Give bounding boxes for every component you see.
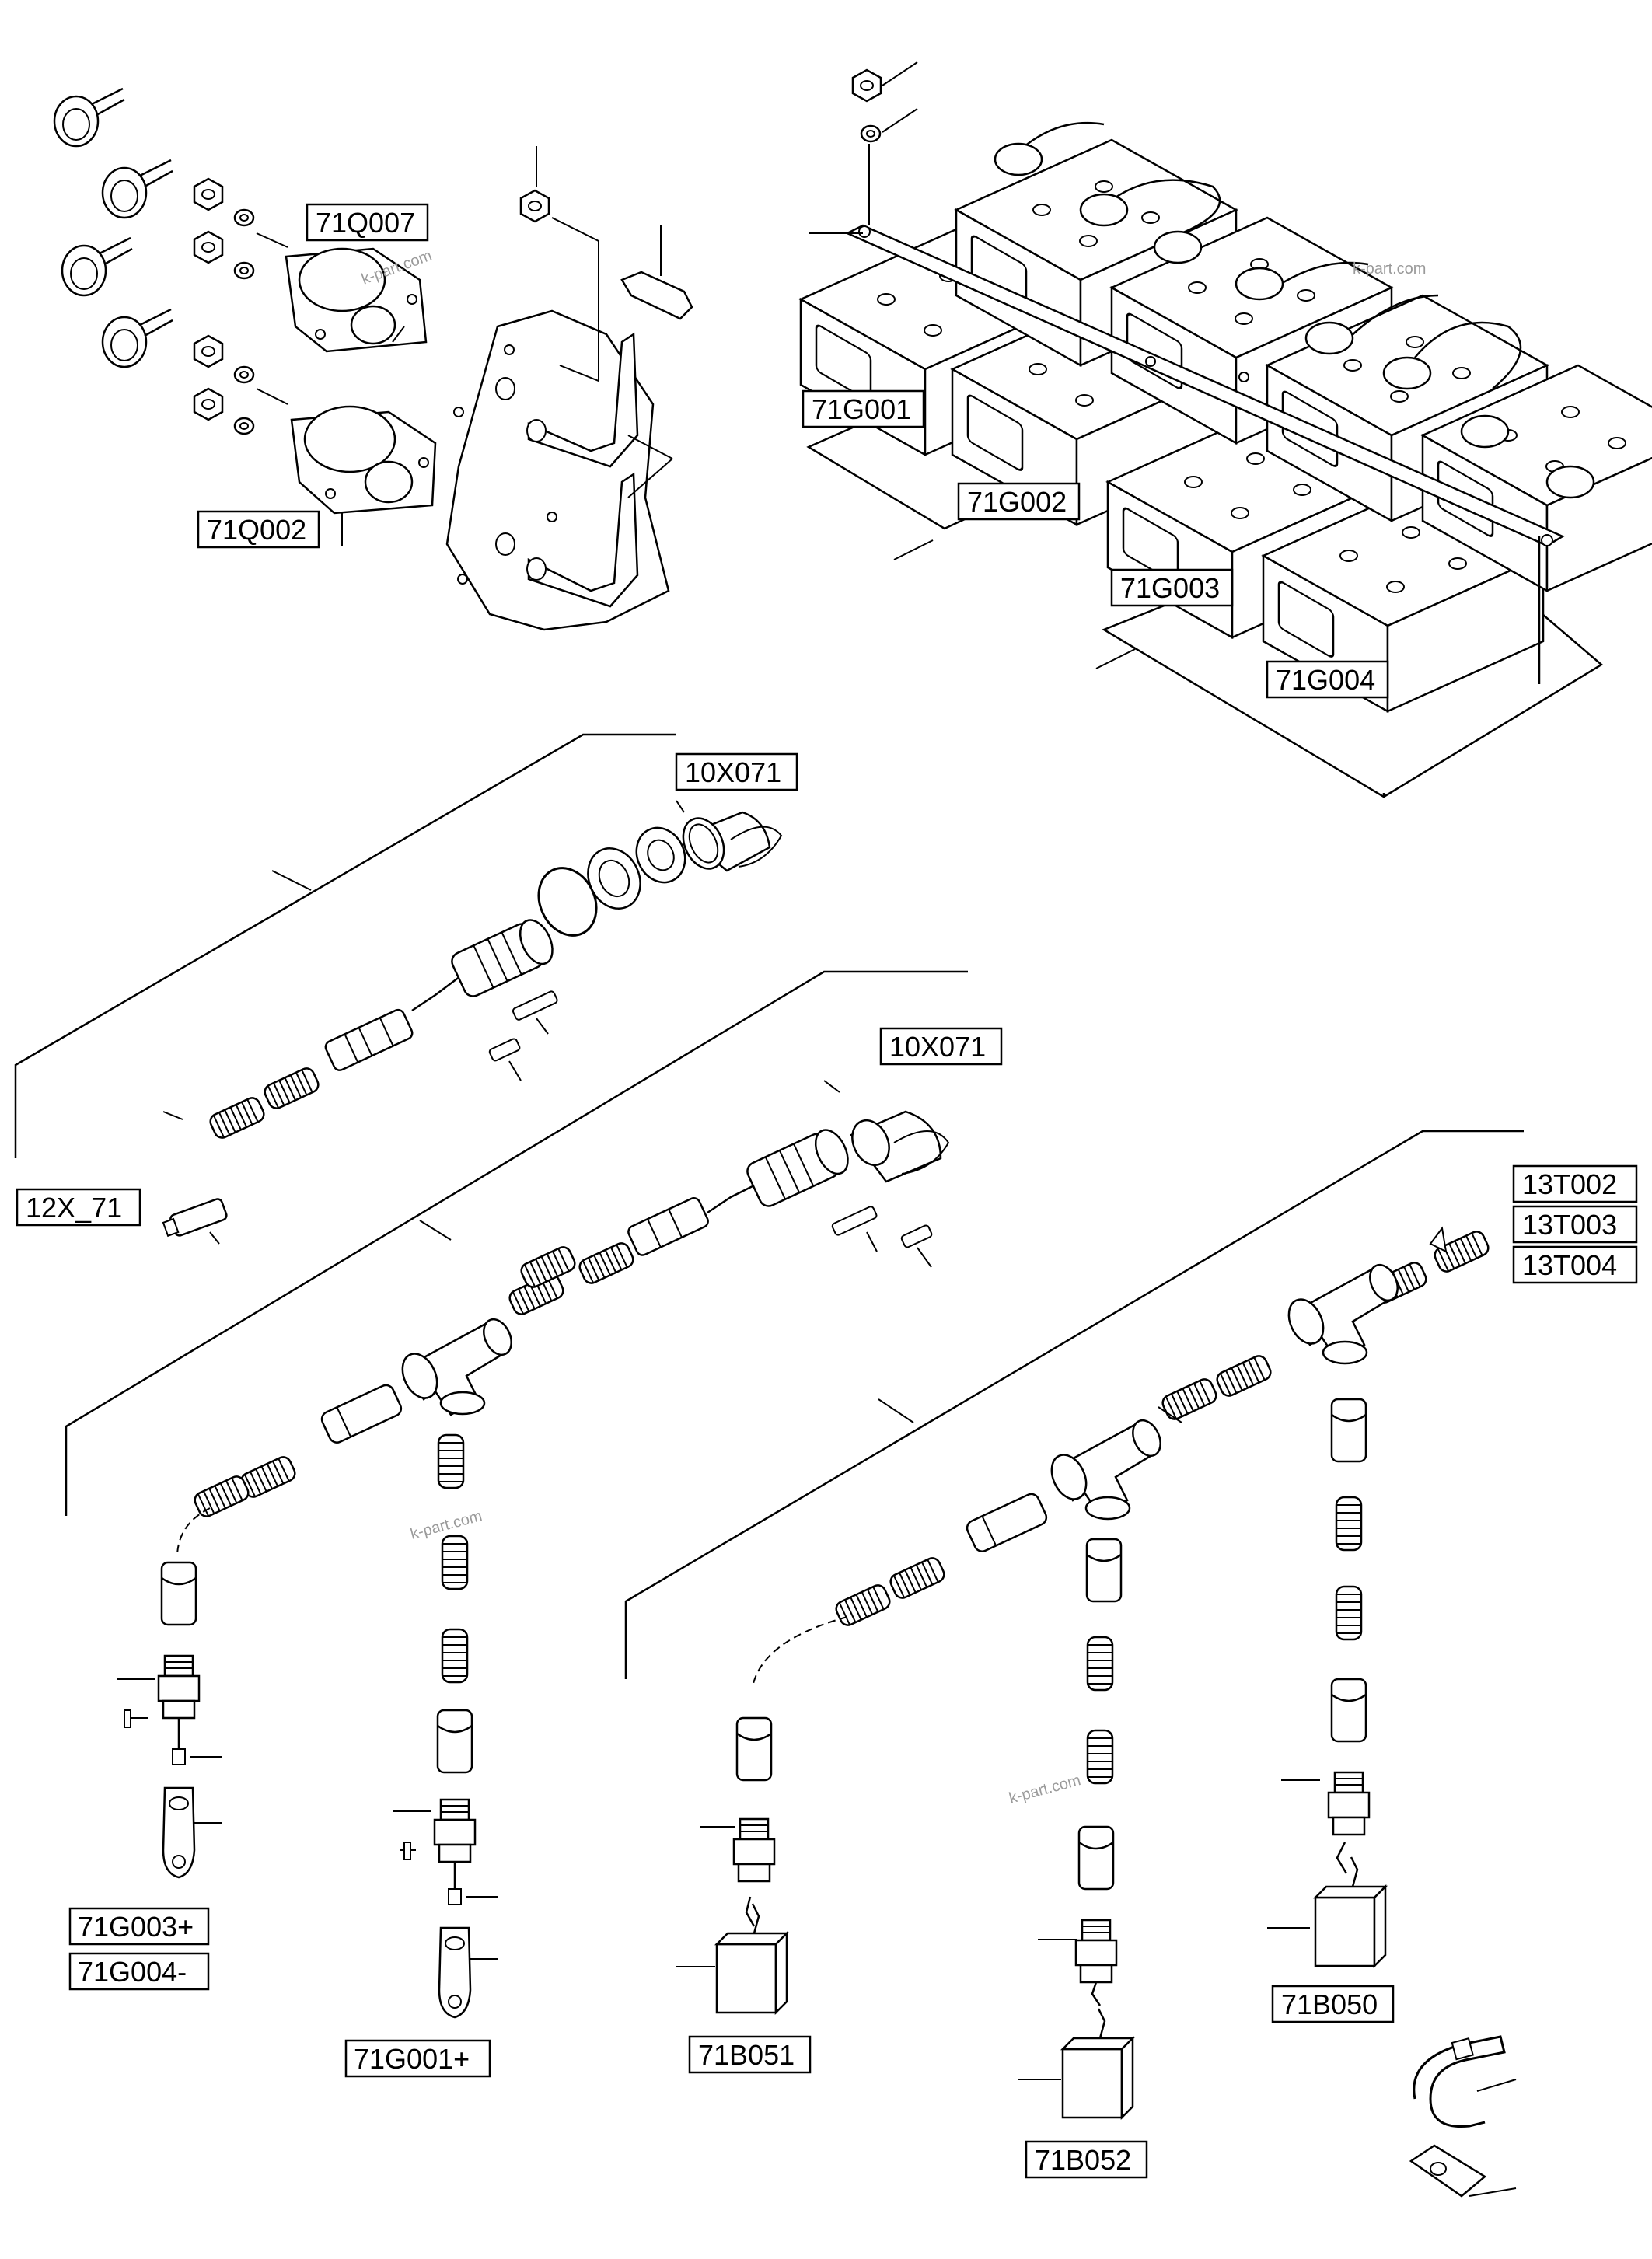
label-10X071-top: 10X071	[675, 752, 798, 791]
label-71Q002: 71Q002	[197, 510, 320, 549]
label-71G002: 71G002	[957, 482, 1081, 521]
harness-assembly-right	[624, 1130, 1524, 2119]
svg-text:71G003: 71G003	[1120, 572, 1220, 604]
label-71G003plus: 71G003+	[68, 1907, 210, 1946]
solenoid-71Q002	[290, 405, 437, 515]
label-71B051: 71B051	[688, 2035, 812, 2074]
svg-text:10X071: 10X071	[685, 756, 781, 788]
watermark-4: k-part.com	[1008, 1772, 1083, 1807]
label-10X071-mid: 10X071	[879, 1027, 1003, 1066]
svg-text:13T004: 13T004	[1522, 1249, 1617, 1281]
label-71B050: 71B050	[1271, 1985, 1395, 2023]
label-71G001: 71G001	[802, 389, 925, 428]
svg-text:71G001+: 71G001+	[354, 2043, 470, 2075]
label-13T002: 13T002	[1512, 1164, 1638, 1203]
svg-text:71B050: 71B050	[1281, 1988, 1378, 2020]
svg-text:71G003+: 71G003+	[78, 1911, 194, 1943]
svg-text:12X_71: 12X_71	[26, 1192, 122, 1224]
relay-assembly	[53, 87, 693, 631]
cable-tie	[1409, 2035, 1517, 2198]
svg-text:10X071: 10X071	[889, 1031, 986, 1063]
svg-text:71G004-: 71G004-	[78, 1956, 187, 1988]
svg-text:71Q002: 71Q002	[207, 514, 306, 546]
label-71G001plus: 71G001+	[344, 2039, 491, 2078]
label-13T003: 13T003	[1512, 1205, 1638, 1244]
harness-assembly-left	[65, 970, 968, 2019]
t-junction-left	[401, 1318, 512, 1416]
svg-text:71B052: 71B052	[1035, 2144, 1131, 2176]
svg-text:71B051: 71B051	[698, 2039, 795, 2071]
svg-text:13T003: 13T003	[1522, 1209, 1617, 1241]
label-13T004: 13T004	[1512, 1245, 1638, 1284]
watermark-2: k-part.com	[1353, 260, 1426, 278]
svg-text:71Q007: 71Q007	[316, 207, 415, 239]
svg-text:71G001: 71G001	[812, 393, 911, 425]
label-12X_71: 12X_71	[16, 1188, 141, 1227]
svg-text:13T002: 13T002	[1522, 1168, 1617, 1200]
svg-text:71G004: 71G004	[1276, 664, 1375, 696]
label-71G004: 71G004	[1266, 660, 1389, 699]
svg-text:71G002: 71G002	[967, 486, 1067, 518]
solenoid-71Q007	[285, 247, 428, 353]
label-71B052: 71B052	[1025, 2140, 1148, 2179]
connector-assembly-12x71	[14, 733, 783, 1245]
battery-bank	[799, 61, 1652, 798]
label-71Q007: 71Q007	[306, 203, 429, 242]
label-71G004minus: 71G004-	[68, 1952, 210, 1991]
label-71G003: 71G003	[1110, 568, 1234, 607]
